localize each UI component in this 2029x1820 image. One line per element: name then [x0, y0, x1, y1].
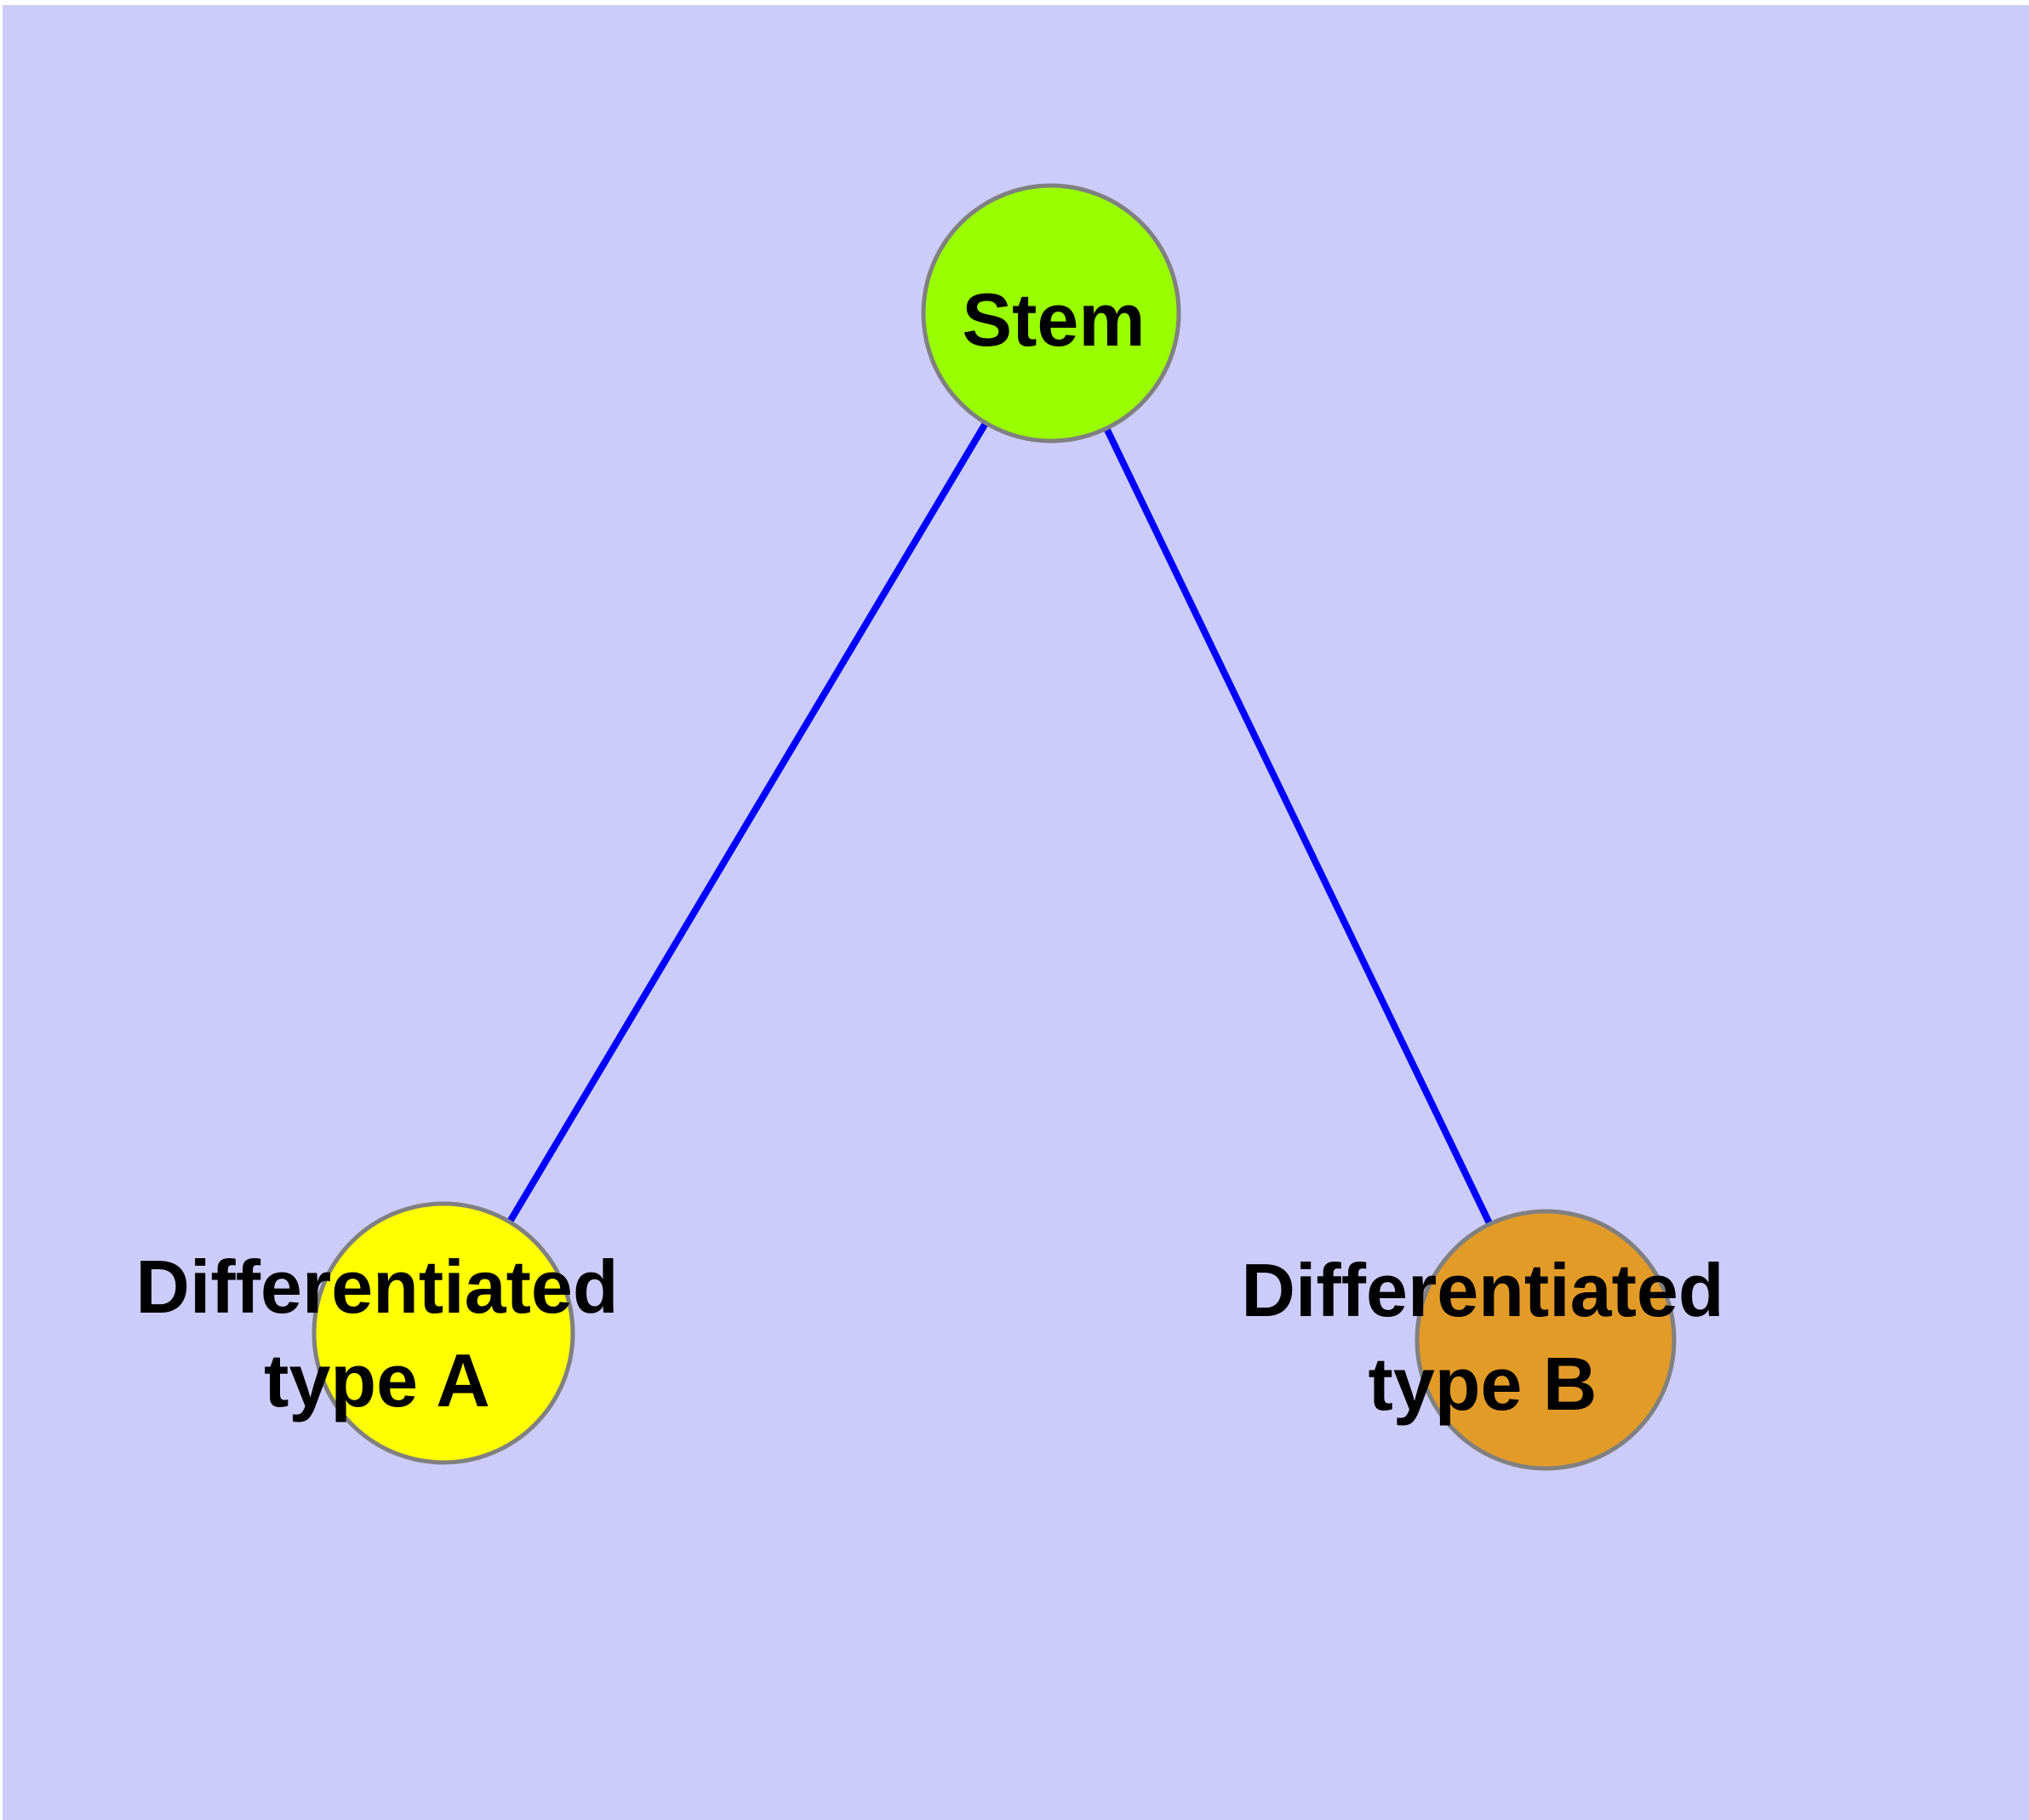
node-label-line: type B	[1369, 1342, 1597, 1426]
node-label-line: Differentiated	[1241, 1248, 1723, 1332]
edge-stem-to-differentiated-type-b[interactable]	[1103, 426, 1494, 1226]
node-layer	[311, 183, 1677, 1471]
node-differentiated-type-b-circle[interactable]	[1415, 1209, 1677, 1471]
node-differentiated-type-a-label: Differentiated type A	[135, 1245, 618, 1422]
edge-layer	[506, 421, 1494, 1226]
label-layer: Stem Differentiated type A Differentiated…	[135, 278, 1723, 1426]
node-label-line: type A	[264, 1338, 490, 1422]
node-label-line: Stem	[962, 278, 1145, 362]
node-label-line: Differentiated	[135, 1245, 618, 1329]
node-stem-label: Stem	[962, 278, 1145, 362]
node-differentiated-type-a-circle[interactable]	[311, 1201, 575, 1465]
node-differentiated-type-b-label: Differentiated type B	[1241, 1248, 1723, 1426]
edge-stem-to-differentiated-type-a[interactable]	[506, 421, 989, 1224]
node-stem-circle[interactable]	[921, 183, 1181, 444]
